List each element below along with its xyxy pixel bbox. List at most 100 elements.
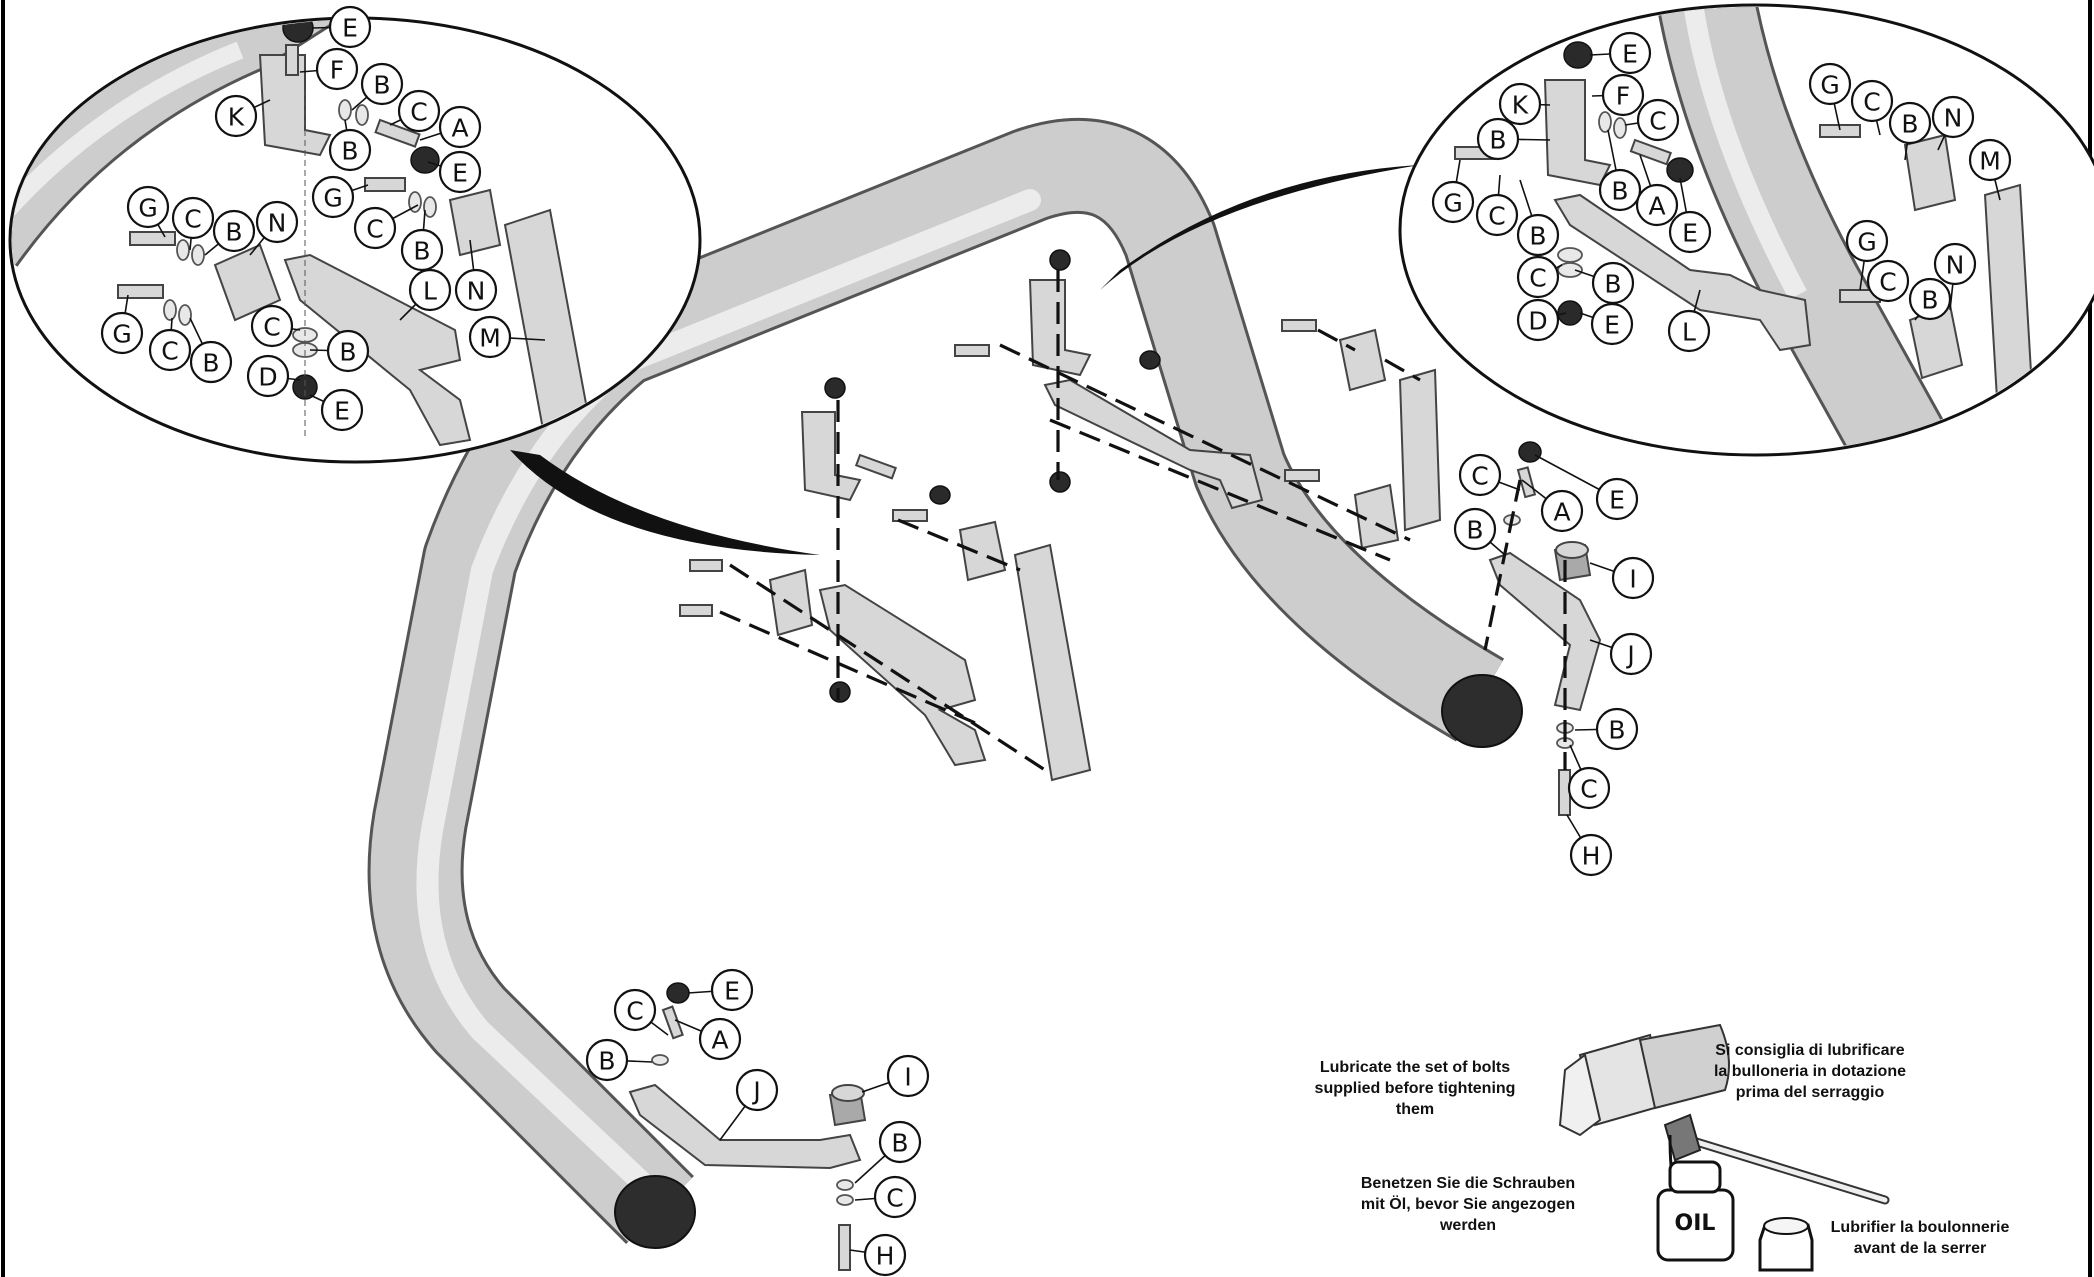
callout-circle — [1611, 556, 1655, 600]
brush-icon — [1663, 1113, 1890, 1205]
callout-c: C — [389, 89, 441, 133]
callout-circle — [1458, 453, 1502, 497]
note-german: Benetzen Sie die Schrauben mit Öl, bevor… — [1361, 1175, 1575, 1234]
bolt-icon — [1558, 1023, 1730, 1137]
callout-letter: J — [751, 1077, 760, 1106]
callout-b: B — [1574, 261, 1635, 305]
callout-e: E — [1589, 31, 1652, 75]
callout-circle — [1933, 242, 1977, 286]
callout-h: H — [1566, 814, 1613, 877]
callout-circle — [1498, 82, 1542, 126]
callout-j: J — [1589, 632, 1653, 676]
callout-letter: J — [1625, 641, 1634, 670]
callout-letter: L — [1682, 318, 1696, 347]
callout-g: G — [126, 185, 170, 238]
callout-circle — [360, 62, 404, 106]
callout-letter: N — [1946, 251, 1965, 280]
callout-circle — [1516, 213, 1560, 257]
callout-letter: I — [1629, 565, 1636, 594]
callout-g: G — [100, 294, 144, 355]
callout-circle — [1888, 101, 1932, 145]
callout-b: B — [1476, 117, 1551, 161]
callout-letter: E — [1622, 40, 1638, 69]
callout-letter: M — [479, 324, 501, 353]
callout-circle — [1595, 477, 1639, 521]
callout-d: D — [1516, 298, 1567, 342]
callout-letter: C — [1471, 462, 1488, 491]
note-de-line-3: werden — [1439, 1217, 1496, 1234]
callout-letter: B — [1901, 110, 1918, 139]
callout-circle — [315, 47, 359, 91]
callout-n: N — [1931, 95, 1975, 151]
callout-c: C — [854, 1175, 917, 1219]
callout-circle — [328, 5, 372, 49]
callout-letter: G — [323, 184, 342, 213]
callout-circle — [438, 150, 482, 194]
callout-letter: B — [225, 218, 242, 247]
callout-circle — [1635, 183, 1679, 227]
callout-b: B — [1598, 129, 1642, 212]
callout-circle — [1808, 62, 1852, 106]
callout-letter: N — [1944, 104, 1963, 133]
callout-letter: C — [1649, 107, 1666, 136]
callout-circle — [171, 196, 215, 240]
callout-b: B — [1516, 179, 1560, 257]
callout-letter: C — [1879, 268, 1896, 297]
callout-b: B — [328, 119, 372, 172]
callout-letter: B — [341, 137, 358, 166]
callout-letter: E — [1604, 311, 1620, 340]
callout-n: N — [454, 239, 498, 312]
callout-circle — [1845, 219, 1889, 263]
callout-circle — [397, 89, 441, 133]
callout-e: E — [1579, 302, 1634, 346]
callout-circle — [1590, 302, 1634, 346]
callout-letter: E — [724, 977, 740, 1006]
callout-circle — [400, 228, 444, 272]
callout-circle — [126, 185, 170, 229]
callout-circle — [1866, 259, 1910, 303]
callout-circle — [1431, 180, 1475, 224]
callout-letter: E — [342, 14, 358, 43]
callout-circle — [698, 1017, 742, 1061]
callout-letter: B — [891, 1129, 908, 1158]
callout-circle — [214, 94, 258, 138]
callout-letter: A — [711, 1026, 728, 1055]
callout-e: E — [1534, 454, 1639, 521]
callout-letter: G — [138, 194, 157, 223]
callout-e: E — [309, 388, 364, 432]
callout-letter: C — [161, 337, 178, 366]
callout-letter: B — [202, 349, 219, 378]
callout-letter: G — [1820, 71, 1839, 100]
callout-letter: C — [366, 215, 383, 244]
note-de-line-1: Benetzen Sie die Schrauben — [1361, 1175, 1575, 1192]
callout-circle — [1636, 98, 1680, 142]
callout-letter: F — [330, 56, 344, 85]
callout-circle — [246, 354, 290, 398]
note-french: Lubrifier la boulonnerie avant de la ser… — [1831, 1219, 2010, 1257]
callout-circle — [1475, 193, 1519, 237]
callout-letter: G — [1857, 228, 1876, 257]
callout-letter: H — [1582, 842, 1601, 871]
callout-letter: H — [876, 1242, 895, 1271]
callout-k: K — [1498, 82, 1551, 126]
callout-letter: C — [410, 98, 427, 127]
bottom-left-clamp — [628, 982, 867, 1271]
callout-letter: B — [339, 338, 356, 367]
note-en-line-2: supplied before tightening — [1315, 1080, 1516, 1097]
callout-circle — [1931, 95, 1975, 139]
callout-circle — [326, 329, 370, 373]
callout-circle — [328, 128, 372, 172]
callout-g: G — [1845, 219, 1889, 291]
callout-letter: D — [258, 363, 277, 392]
callout-b: B — [189, 317, 233, 384]
callout-letter: C — [263, 313, 280, 342]
callout-b: B — [1453, 507, 1506, 556]
callout-letter: G — [112, 320, 131, 349]
callout-letter: F — [1616, 82, 1630, 111]
callout-circle — [454, 268, 498, 312]
note-en-line-3: them — [1396, 1101, 1434, 1118]
callout-circle — [1908, 277, 1952, 321]
callout-c: C — [1458, 453, 1521, 497]
callout-letter: B — [1489, 126, 1506, 155]
